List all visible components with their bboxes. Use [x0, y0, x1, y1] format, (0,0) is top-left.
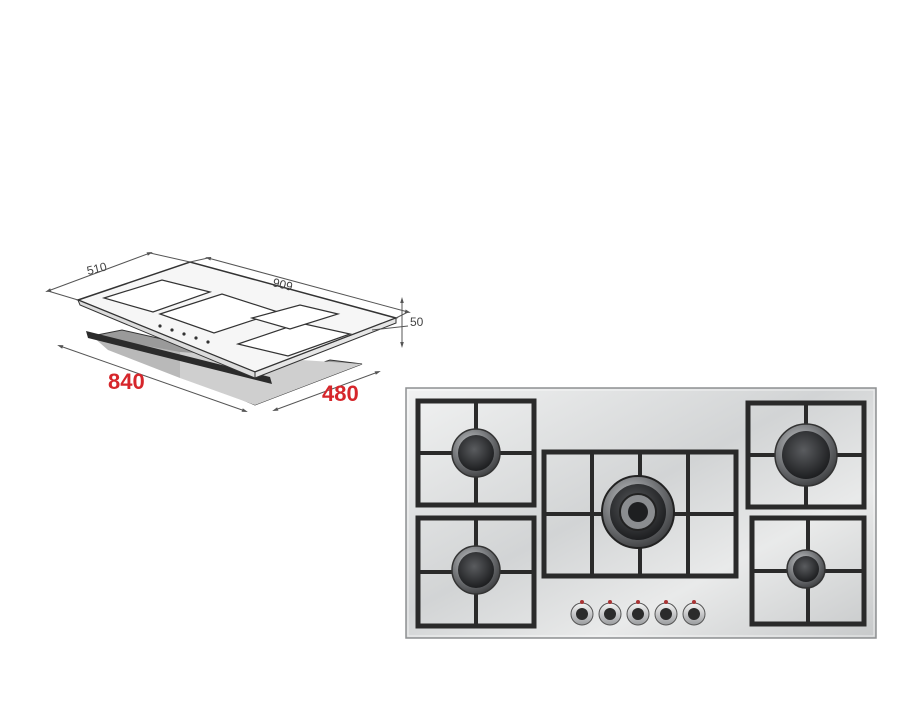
- isometric-dimension-drawing: 510 909 50 840 480: [45, 251, 424, 412]
- dimension-lines: [45, 251, 411, 412]
- knob-2[interactable]: [598, 600, 622, 626]
- grate-center: [541, 449, 739, 579]
- label-width-top: 909: [271, 275, 294, 294]
- burner-bottom-left: [451, 545, 501, 595]
- burner-top-left: [451, 428, 501, 478]
- knob-5[interactable]: [682, 600, 706, 626]
- knob-1[interactable]: [570, 600, 594, 626]
- knob-4[interactable]: [654, 600, 678, 626]
- hob-top-view: [405, 387, 877, 639]
- control-knobs[interactable]: [570, 600, 706, 626]
- burner-bottom-right: [786, 549, 826, 589]
- burner-top-right: [774, 423, 838, 487]
- label-cutout-depth: 480: [322, 381, 359, 406]
- label-depth-top: 510: [85, 259, 108, 278]
- burner-center-wok: [601, 475, 675, 549]
- label-cutout-width: 840: [108, 369, 145, 394]
- label-height: 50: [410, 315, 424, 329]
- hob-top-plate: [75, 261, 399, 379]
- knob-3[interactable]: [626, 600, 650, 626]
